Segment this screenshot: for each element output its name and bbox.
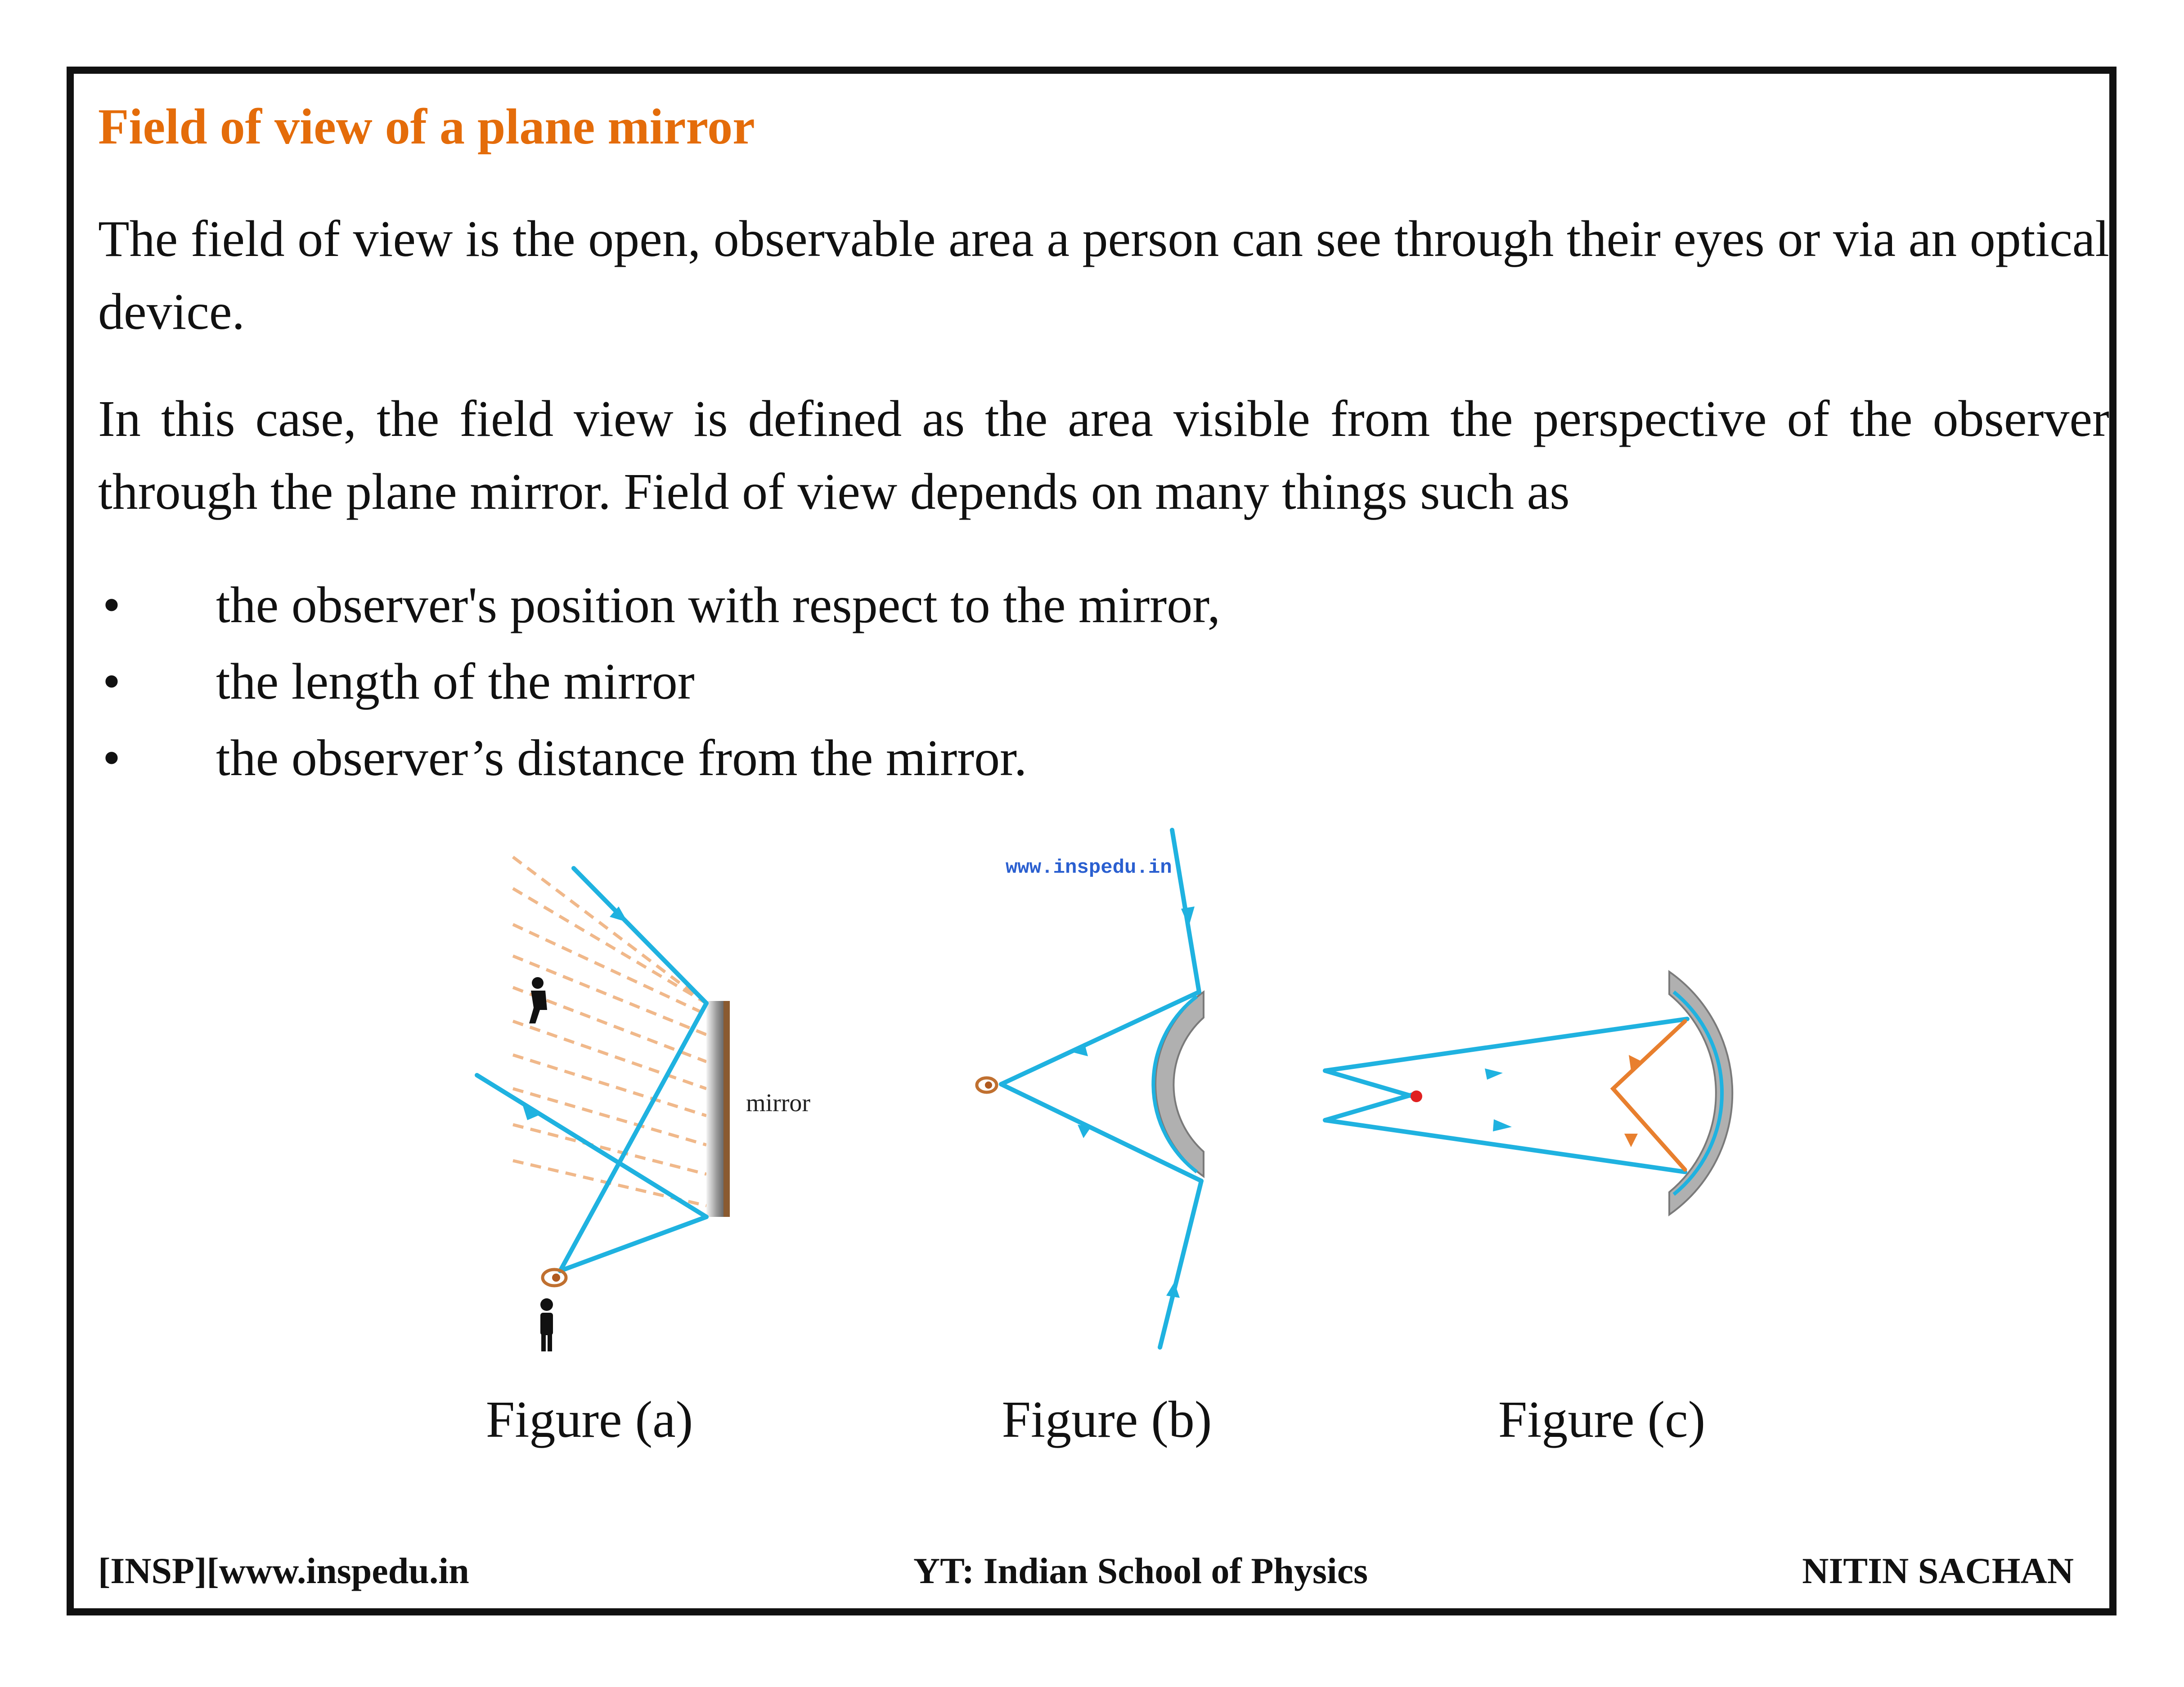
ray-arrow-icon — [1624, 1055, 1642, 1147]
figure-a-diagram — [475, 856, 730, 1351]
light-rays — [1323, 1017, 1690, 1174]
reflected-rays — [1610, 1019, 1687, 1172]
caption-figure-b: Figure (b) — [1002, 1391, 1212, 1449]
footer-youtube: YT: Indian School of Physics — [913, 1550, 1368, 1591]
eye-icon — [975, 1076, 998, 1094]
figure-b-diagram — [975, 828, 1204, 1350]
ray-arrow-icon — [523, 906, 628, 1120]
paragraph-definition: The field of view is the open, observabl… — [98, 210, 2109, 340]
ray-arrow-icon — [1485, 1068, 1512, 1131]
page-frame — [67, 67, 2117, 1615]
bullet-icon: • — [103, 729, 121, 786]
field-of-view-dashes — [512, 856, 708, 1207]
mirror-backing — [724, 1001, 730, 1217]
convex-mirror — [1155, 990, 1204, 1178]
footer-website: [INSP][www.inspedu.in — [98, 1550, 469, 1591]
caption-figure-a: Figure (a) — [485, 1391, 693, 1449]
factor-list: •the observer's position with respect to… — [98, 567, 1220, 796]
footer-author: NITIN SACHAN — [1802, 1550, 2074, 1591]
person-icon — [529, 977, 547, 1023]
plane-mirror — [706, 1001, 724, 1217]
figure-c-diagram — [1323, 970, 1734, 1216]
section-title: Field of view of a plane mirror — [98, 99, 755, 155]
light-rays — [475, 866, 709, 1273]
person-icon — [540, 1298, 553, 1351]
paragraph-plane-mirror: In this case, the field view is defined … — [98, 390, 2109, 520]
bullet-icon: • — [103, 653, 121, 710]
caption-figure-c: Figure (c) — [1498, 1391, 1706, 1449]
ray-arrow-icon — [1071, 906, 1195, 1298]
list-item: •the observer’s distance from the mirror… — [98, 720, 1220, 796]
bullet-icon: • — [103, 576, 121, 633]
list-item: •the length of the mirror — [98, 643, 1220, 720]
focus-point — [1411, 1090, 1422, 1102]
watermark-text: www.inspedu.in — [1006, 857, 1172, 879]
mirror-label: mirror — [746, 1089, 810, 1117]
eye-icon — [541, 1268, 568, 1288]
concave-mirror — [1668, 970, 1734, 1216]
list-item: •the observer's position with respect to… — [98, 567, 1220, 643]
